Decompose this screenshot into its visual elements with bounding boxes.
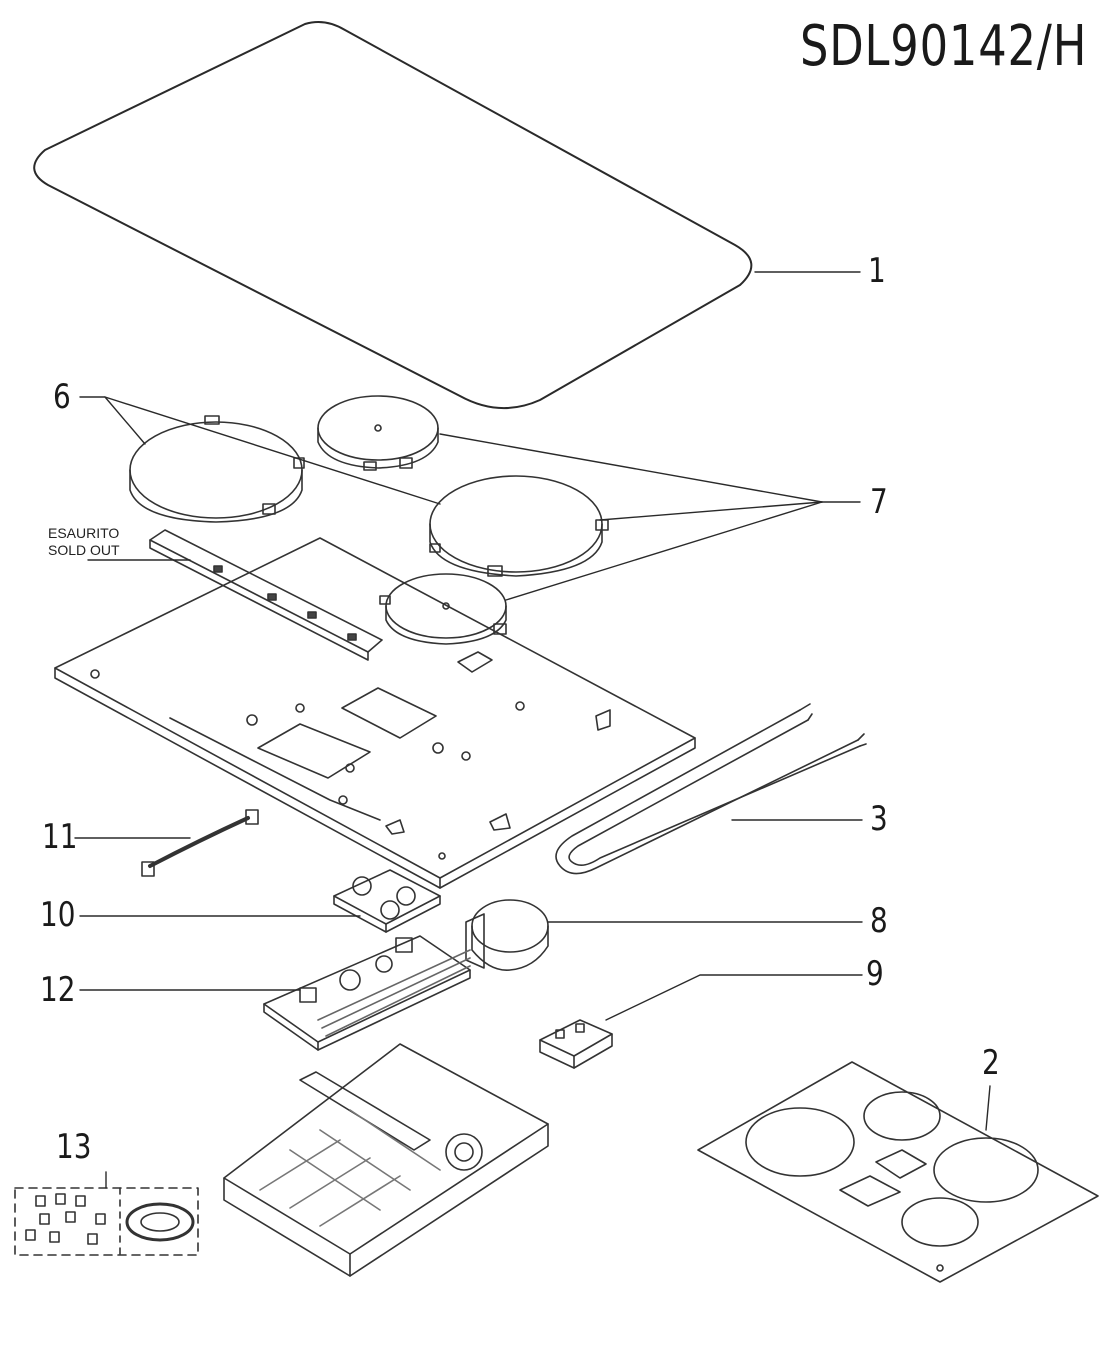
glass-top-part [33,21,753,409]
part-label-7: 7 [870,482,888,522]
part-label-6: 6 [53,377,71,417]
part-label-2: 2 [982,1043,1000,1083]
part-label-13: 13 [56,1127,92,1167]
support-plate-part [54,537,696,889]
wire-loop-part [555,703,867,875]
filter-board-part [333,869,441,933]
large-cooking-zone-center [429,475,609,577]
part-label-9: 9 [866,954,884,994]
cooling-fan-part [465,899,549,971]
large-cooking-zone-left [129,415,305,523]
bottom-housing-part [223,1043,549,1277]
part-label-3: 3 [870,799,888,839]
accessory-kit-part [14,1187,199,1256]
small-cooking-zone-top [317,395,439,471]
sold-out-note-line2: SOLD OUT [48,542,120,558]
small-cooking-zone-front [379,573,507,645]
cable-harness-part [141,809,259,877]
terminal-block-part [539,1019,613,1069]
complete-hob-assembly-part [697,1061,1099,1283]
power-board-part [263,935,471,1051]
part-label-10: 10 [40,895,76,935]
control-board-part [149,529,383,661]
leader-lines [74,271,991,1189]
part-label-8: 8 [870,901,888,941]
part-label-1: 1 [868,251,886,291]
part-label-12: 12 [40,970,76,1010]
model-code: SDL90142/H [800,14,1088,79]
sold-out-note-line1: ESAURITO [48,525,120,541]
part-label-11: 11 [42,817,78,857]
